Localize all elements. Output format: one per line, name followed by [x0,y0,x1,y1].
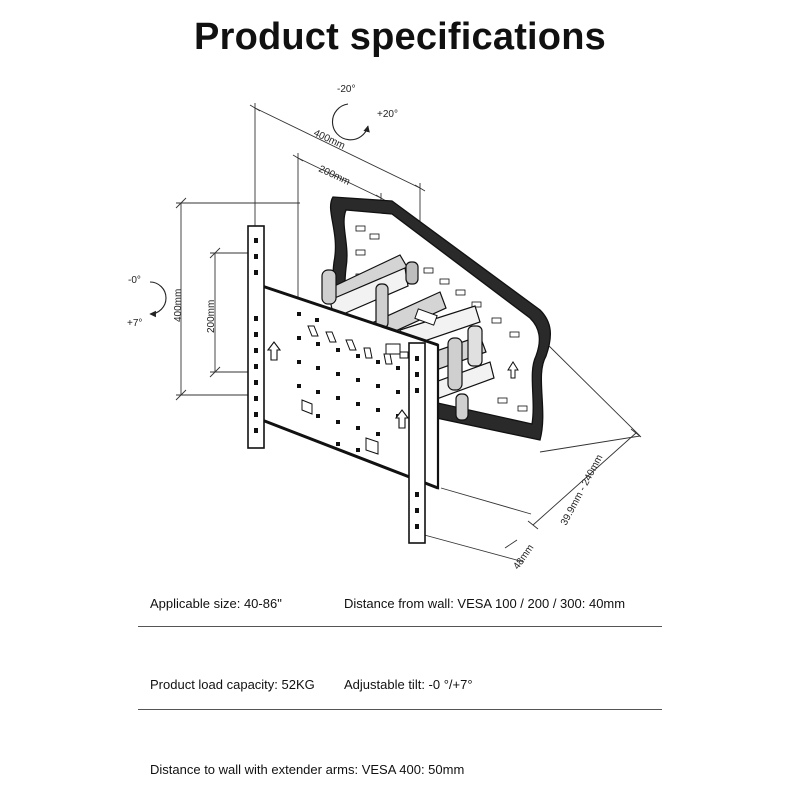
depth-label: 48mm [511,543,536,572]
spec-extender-arms: Distance to wall with extender arms: VES… [150,762,465,777]
swivel-indicator: -20° +20° [331,84,398,141]
width-200-label: 200mm [317,164,352,188]
height-200-label: 200mm [206,300,217,333]
extension-range-label: 39.9mm - 240mm [559,453,605,527]
spec-load-capacity: Product load capacity: 52KG [150,677,315,692]
tilt-indicator: -0° +7° [127,275,167,329]
swivel-left-label: -20° [337,84,355,95]
width-400-label: 400mm [312,128,347,152]
divider-2 [138,709,662,710]
page-title: Product specifications [194,16,606,58]
spec-adjustable-tilt: Adjustable tilt: -0 °/+7° [344,677,473,692]
swivel-right-label: +20° [377,109,398,120]
divider-1 [138,626,662,627]
height-400-label: 400mm [173,289,184,322]
tv-bracket [247,225,440,544]
wall-mount-diagram: -20° +20° -0° +7° [127,84,642,572]
tilt-down-label: +7° [127,318,142,329]
tilt-up-label: -0° [128,275,141,286]
dimension-lines [175,103,642,563]
spec-distance-from-wall: Distance from wall: VESA 100 / 200 / 300… [344,596,626,611]
spec-applicable-size: Applicable size: 40-86" [150,596,282,611]
